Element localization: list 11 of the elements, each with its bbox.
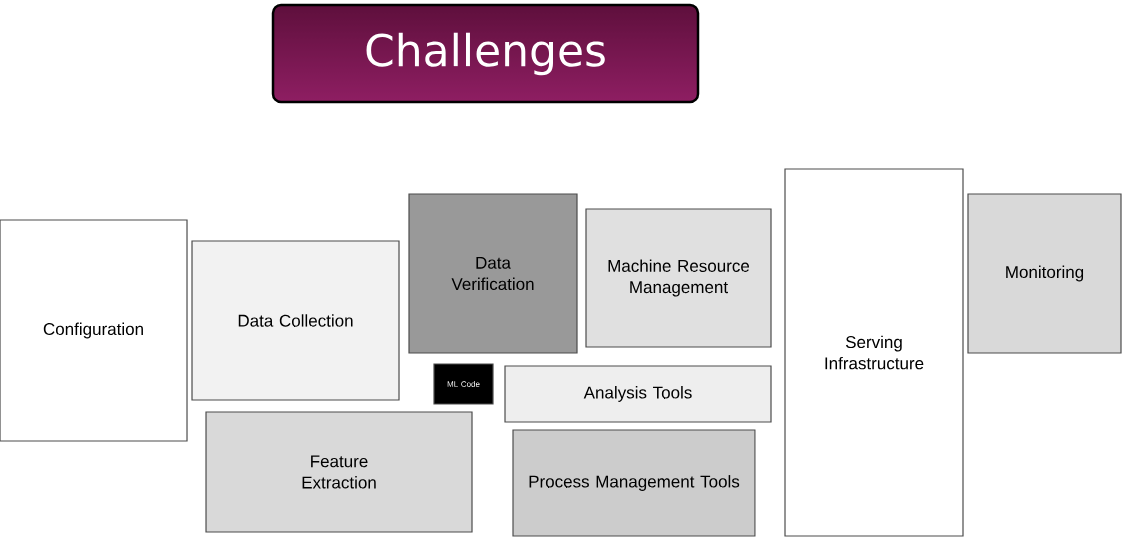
process-box: Data Collection	[191, 240, 400, 401]
process-box: Monitoring	[967, 193, 1122, 354]
process-box: Serving Infrastructure	[784, 168, 964, 537]
process-box: Configuration	[0, 219, 188, 442]
process-box: Machine Resource Management	[585, 208, 772, 348]
code-box: ML Code	[433, 363, 494, 405]
title-box: Challenges	[271, 3, 700, 104]
process-box: Data Verification	[408, 193, 578, 354]
process-box: Analysis Tools	[504, 365, 772, 423]
process-box: Feature Extraction	[205, 411, 473, 533]
process-box: Process Management Tools	[512, 429, 756, 537]
